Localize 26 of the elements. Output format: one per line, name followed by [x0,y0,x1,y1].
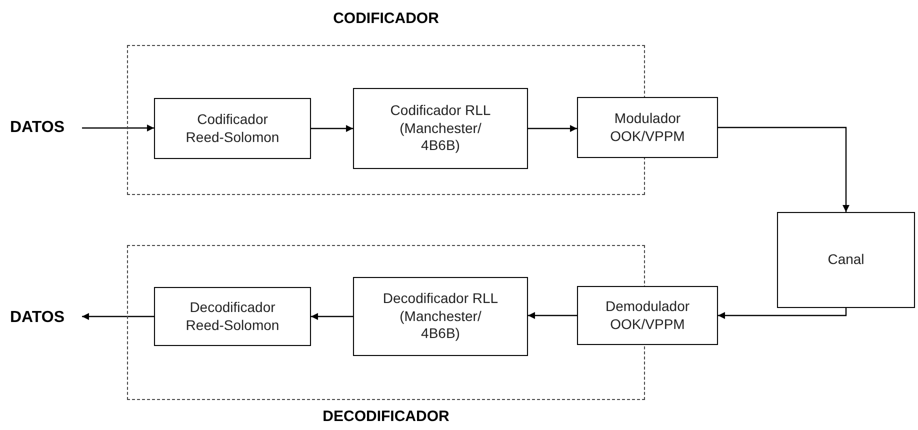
block-label: Codificador Reed-Solomon [184,111,280,146]
io-label: DATOS [10,119,65,137]
block-label: Demodulador OOK/VPPM [604,298,691,333]
group-heading: CODIFICADOR [332,10,440,27]
arrow [311,313,353,320]
block-label: Modulador OOK/VPPM [609,110,686,145]
block-label: Codificador RLL (Manchester/ 4B6B) [389,102,492,155]
process-box [777,212,915,308]
arrow [311,125,353,132]
block-label: Decodificador RLL (Manchester/ 4B6B) [382,290,500,343]
block-label: Decodificador Reed-Solomon [184,299,280,334]
process-box [154,98,311,159]
block-label: Canal [828,251,864,269]
arrow [528,312,577,319]
arrow [718,126,850,212]
arrow [82,124,154,132]
process-box [154,287,311,346]
group-heading: DECODIFICADOR [322,408,450,425]
process-box [353,88,528,169]
io-label: DATOS [10,309,65,327]
process-box [577,286,718,345]
arrow [82,313,154,320]
process-box [577,97,718,158]
process-box [353,277,528,356]
arrow [718,308,847,319]
arrow [528,125,577,132]
